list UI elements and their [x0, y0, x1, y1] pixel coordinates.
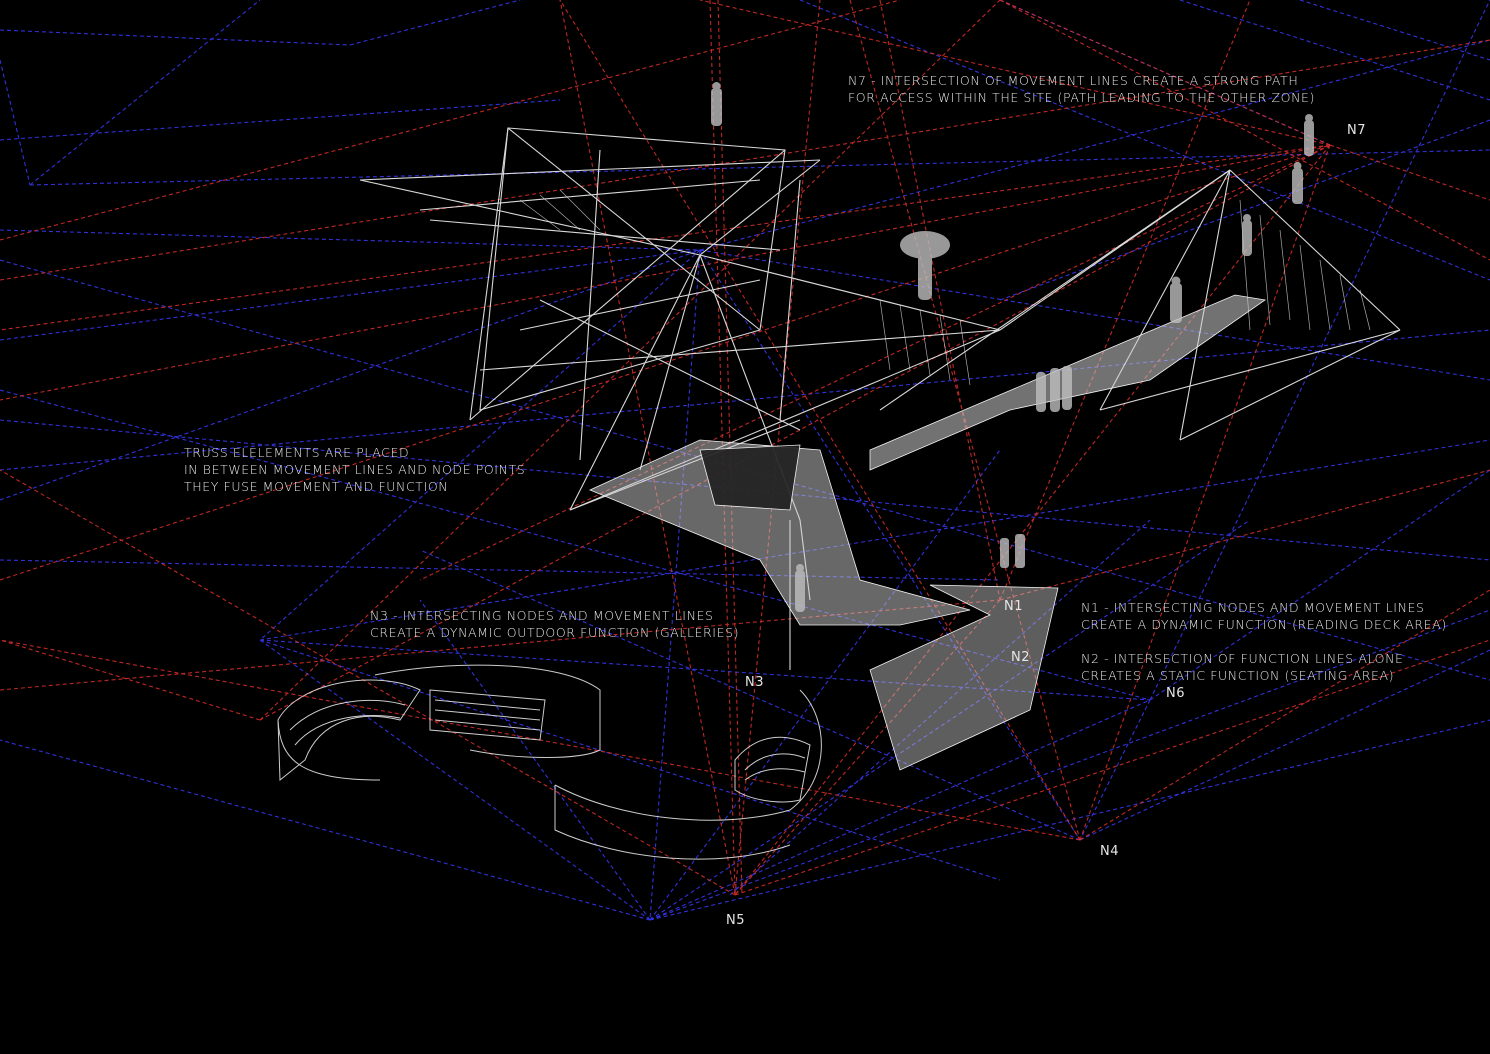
node-label-n5: N5	[726, 913, 745, 928]
annotation-n1: N1 - INTERSECTING NODES AND MOVEMENT LIN…	[1081, 599, 1447, 633]
node-label-n2: N2	[1011, 650, 1030, 665]
truss-ribs	[519, 189, 1371, 386]
reading-deck	[869, 584, 1059, 771]
stair-steps	[699, 444, 801, 511]
annotation-n2-line-1: N2 - INTERSECTION OF FUNCTION LINES ALON…	[1081, 651, 1404, 666]
annotation-truss-line-2: IN BETWEEN MOVEMENT LINES AND NODE POINT…	[184, 462, 526, 477]
node-label-n1: N1	[1004, 599, 1023, 614]
walkway-lower	[588, 439, 971, 626]
annotation-n3-line-2: CREATE A DYNAMIC OUTDOOR FUNCTION (GALLE…	[370, 625, 740, 640]
annotation-n1-line-2: CREATE A DYNAMIC FUNCTION (READING DECK …	[1081, 617, 1447, 632]
annotation-n7-line-2: FOR ACCESS WITHIN THE SITE (PATH LEADING…	[848, 90, 1315, 105]
truss-structure	[359, 127, 1401, 670]
node-label-n3: N3	[745, 675, 764, 690]
annotation-truss: TRUSS ELELEMENTS ARE PLACED IN BETWEEN M…	[184, 444, 525, 495]
node-label-n7: N7	[1347, 123, 1366, 138]
annotation-n2: N2 - INTERSECTION OF FUNCTION LINES ALON…	[1081, 650, 1404, 684]
galleries-seating	[277, 664, 822, 860]
node-label-n6: N6	[1166, 686, 1185, 701]
annotation-n7: N7 - INTERSECTION OF MOVEMENT LINES CREA…	[848, 72, 1315, 106]
people-silhouettes	[711, 82, 1314, 612]
annotation-truss-line-1: TRUSS ELELEMENTS ARE PLACED	[184, 445, 410, 460]
annotation-n2-line-2: CREATES A STATIC FUNCTION (SEATING AREA)	[1081, 668, 1395, 683]
annotation-truss-line-3: THEY FUSE MOVEMENT AND FUNCTION	[184, 479, 449, 494]
annotation-n1-line-1: N1 - INTERSECTING NODES AND MOVEMENT LIN…	[1081, 600, 1425, 615]
annotation-n3: N3 - INTERSECTING NODES AND MOVEMENT LIN…	[370, 607, 739, 641]
annotation-n7-line-1: N7 - INTERSECTION OF MOVEMENT LINES CREA…	[848, 73, 1299, 88]
node-label-n4: N4	[1100, 844, 1119, 859]
annotation-n3-line-1: N3 - INTERSECTING NODES AND MOVEMENT LIN…	[370, 608, 714, 623]
